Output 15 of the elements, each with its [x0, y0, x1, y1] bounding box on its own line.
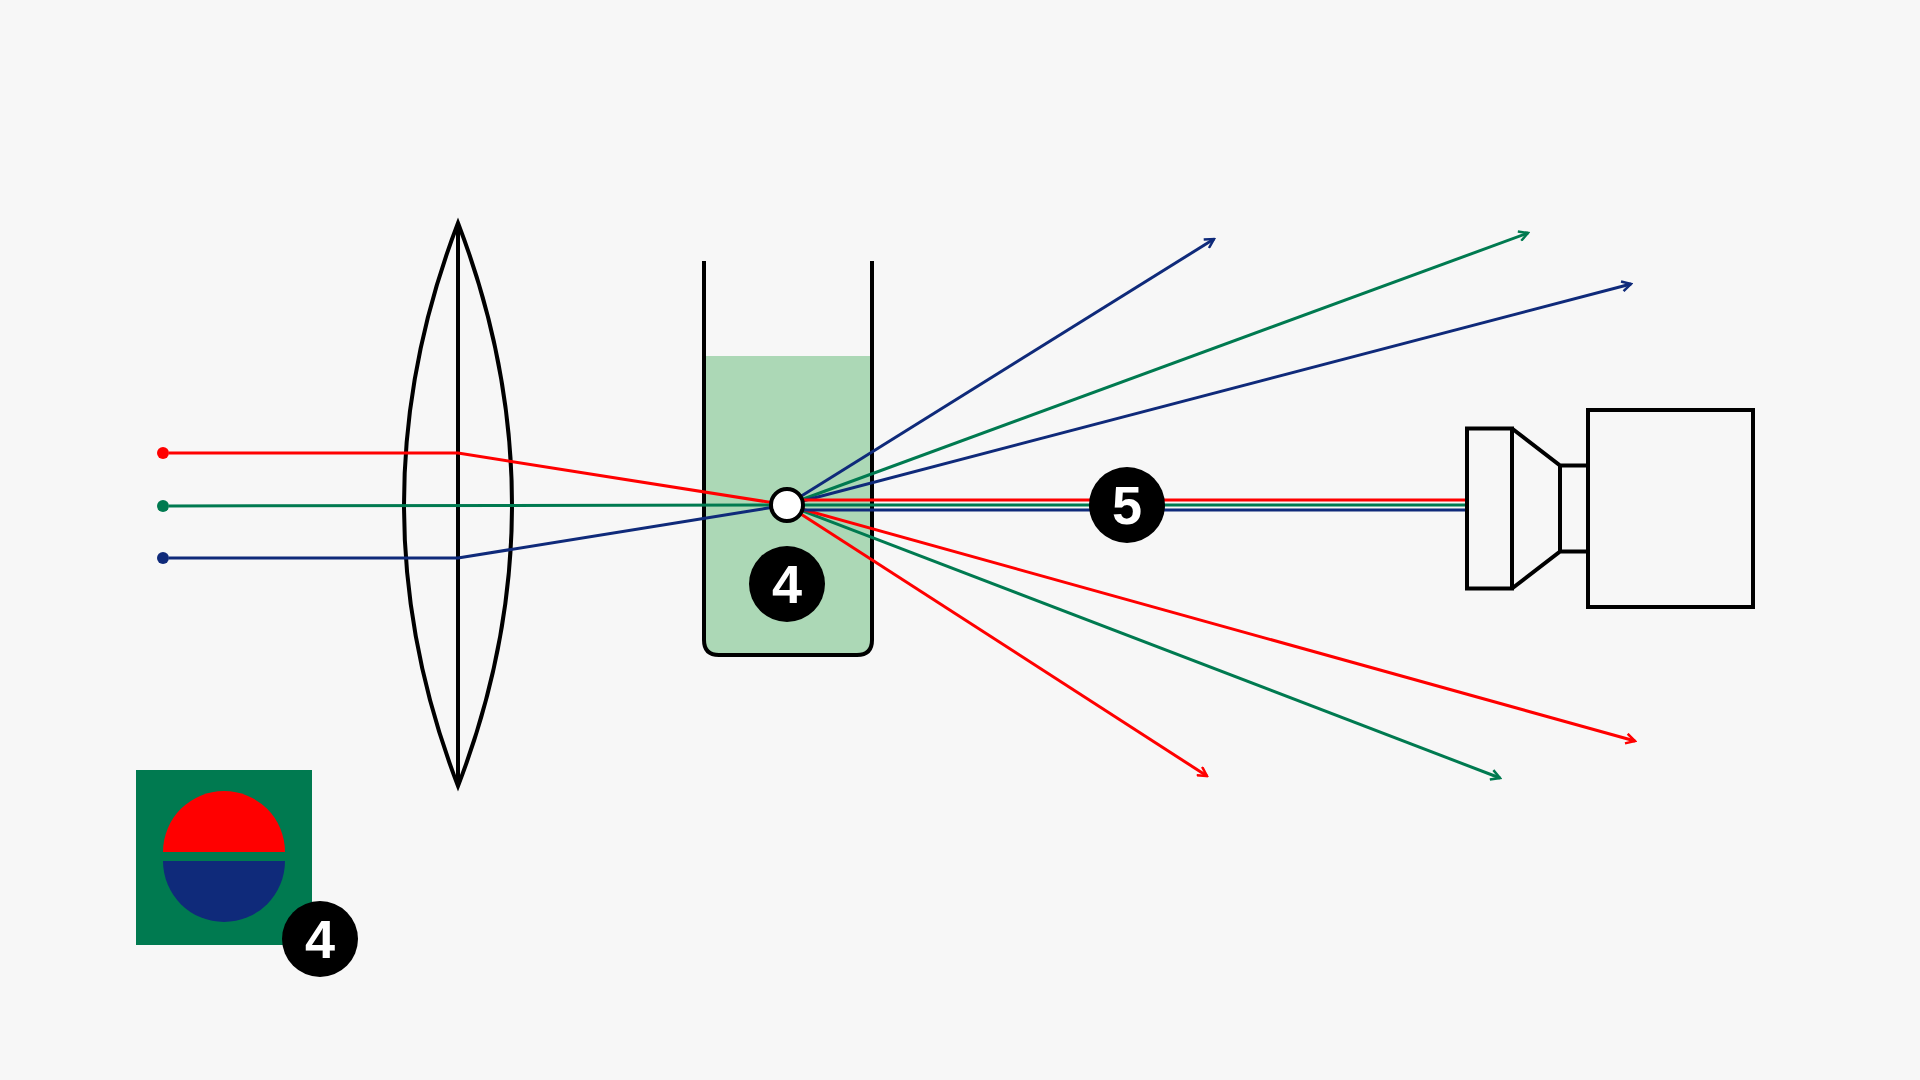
callout-number: 4	[282, 901, 358, 977]
source-dot	[157, 500, 169, 512]
light-ray	[799, 512, 1209, 778]
source-dot	[157, 552, 169, 564]
light-ray	[802, 508, 1467, 512]
light-ray	[802, 498, 1467, 502]
light-ray	[169, 503, 771, 508]
source-dot	[157, 447, 169, 459]
camera-drawing	[1465, 408, 1755, 609]
light-ray	[799, 237, 1216, 498]
light-ray	[803, 503, 1467, 507]
light-ray	[801, 230, 1530, 501]
light-ray	[801, 509, 1502, 781]
particle-circle	[769, 487, 805, 523]
callout-number: 5	[1089, 467, 1165, 543]
